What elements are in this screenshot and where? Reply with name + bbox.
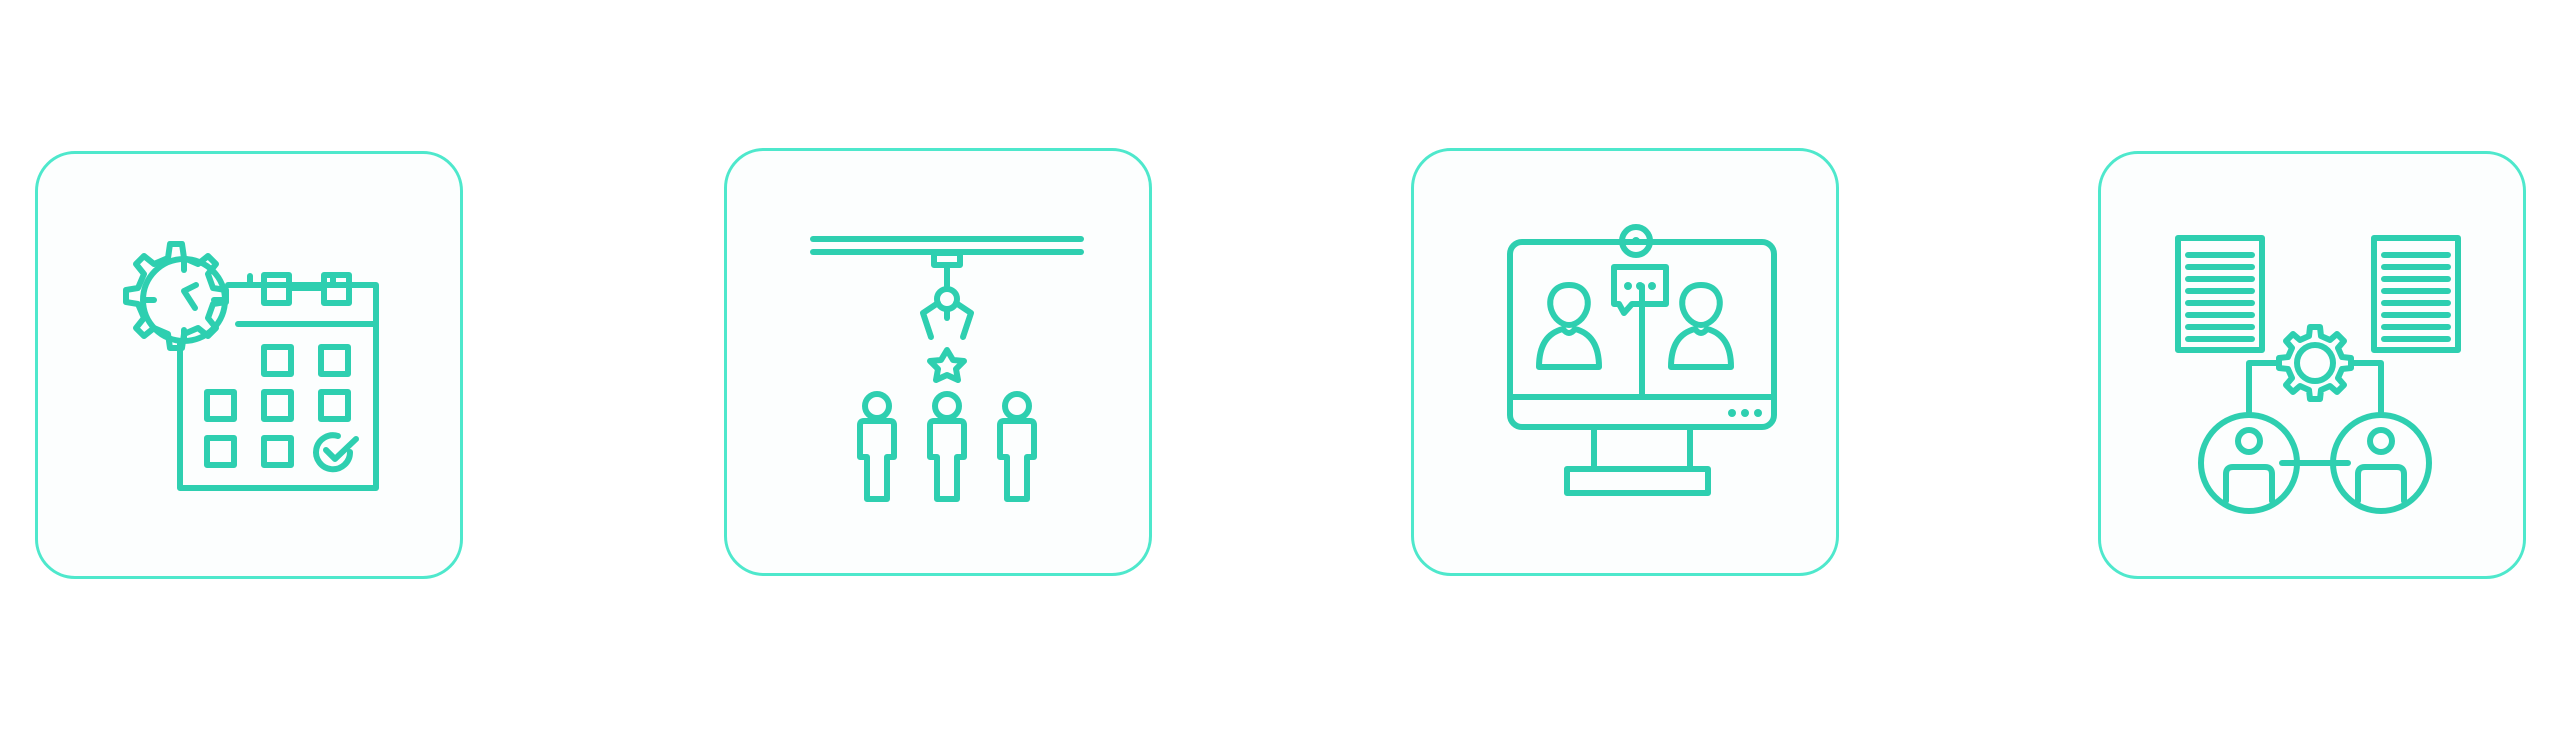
team-collaboration-gear-icon — [2175, 235, 2461, 514]
tile-schedule — [35, 151, 463, 579]
talent-selection-claw-icon — [810, 236, 1084, 502]
schedule-gear-calendar-icon — [123, 241, 379, 491]
tile-video-conference — [1411, 148, 1839, 576]
tile-talent-selection — [724, 148, 1152, 576]
video-conference-monitor-icon — [1507, 224, 1777, 496]
tile-team-collaboration — [2098, 151, 2526, 579]
